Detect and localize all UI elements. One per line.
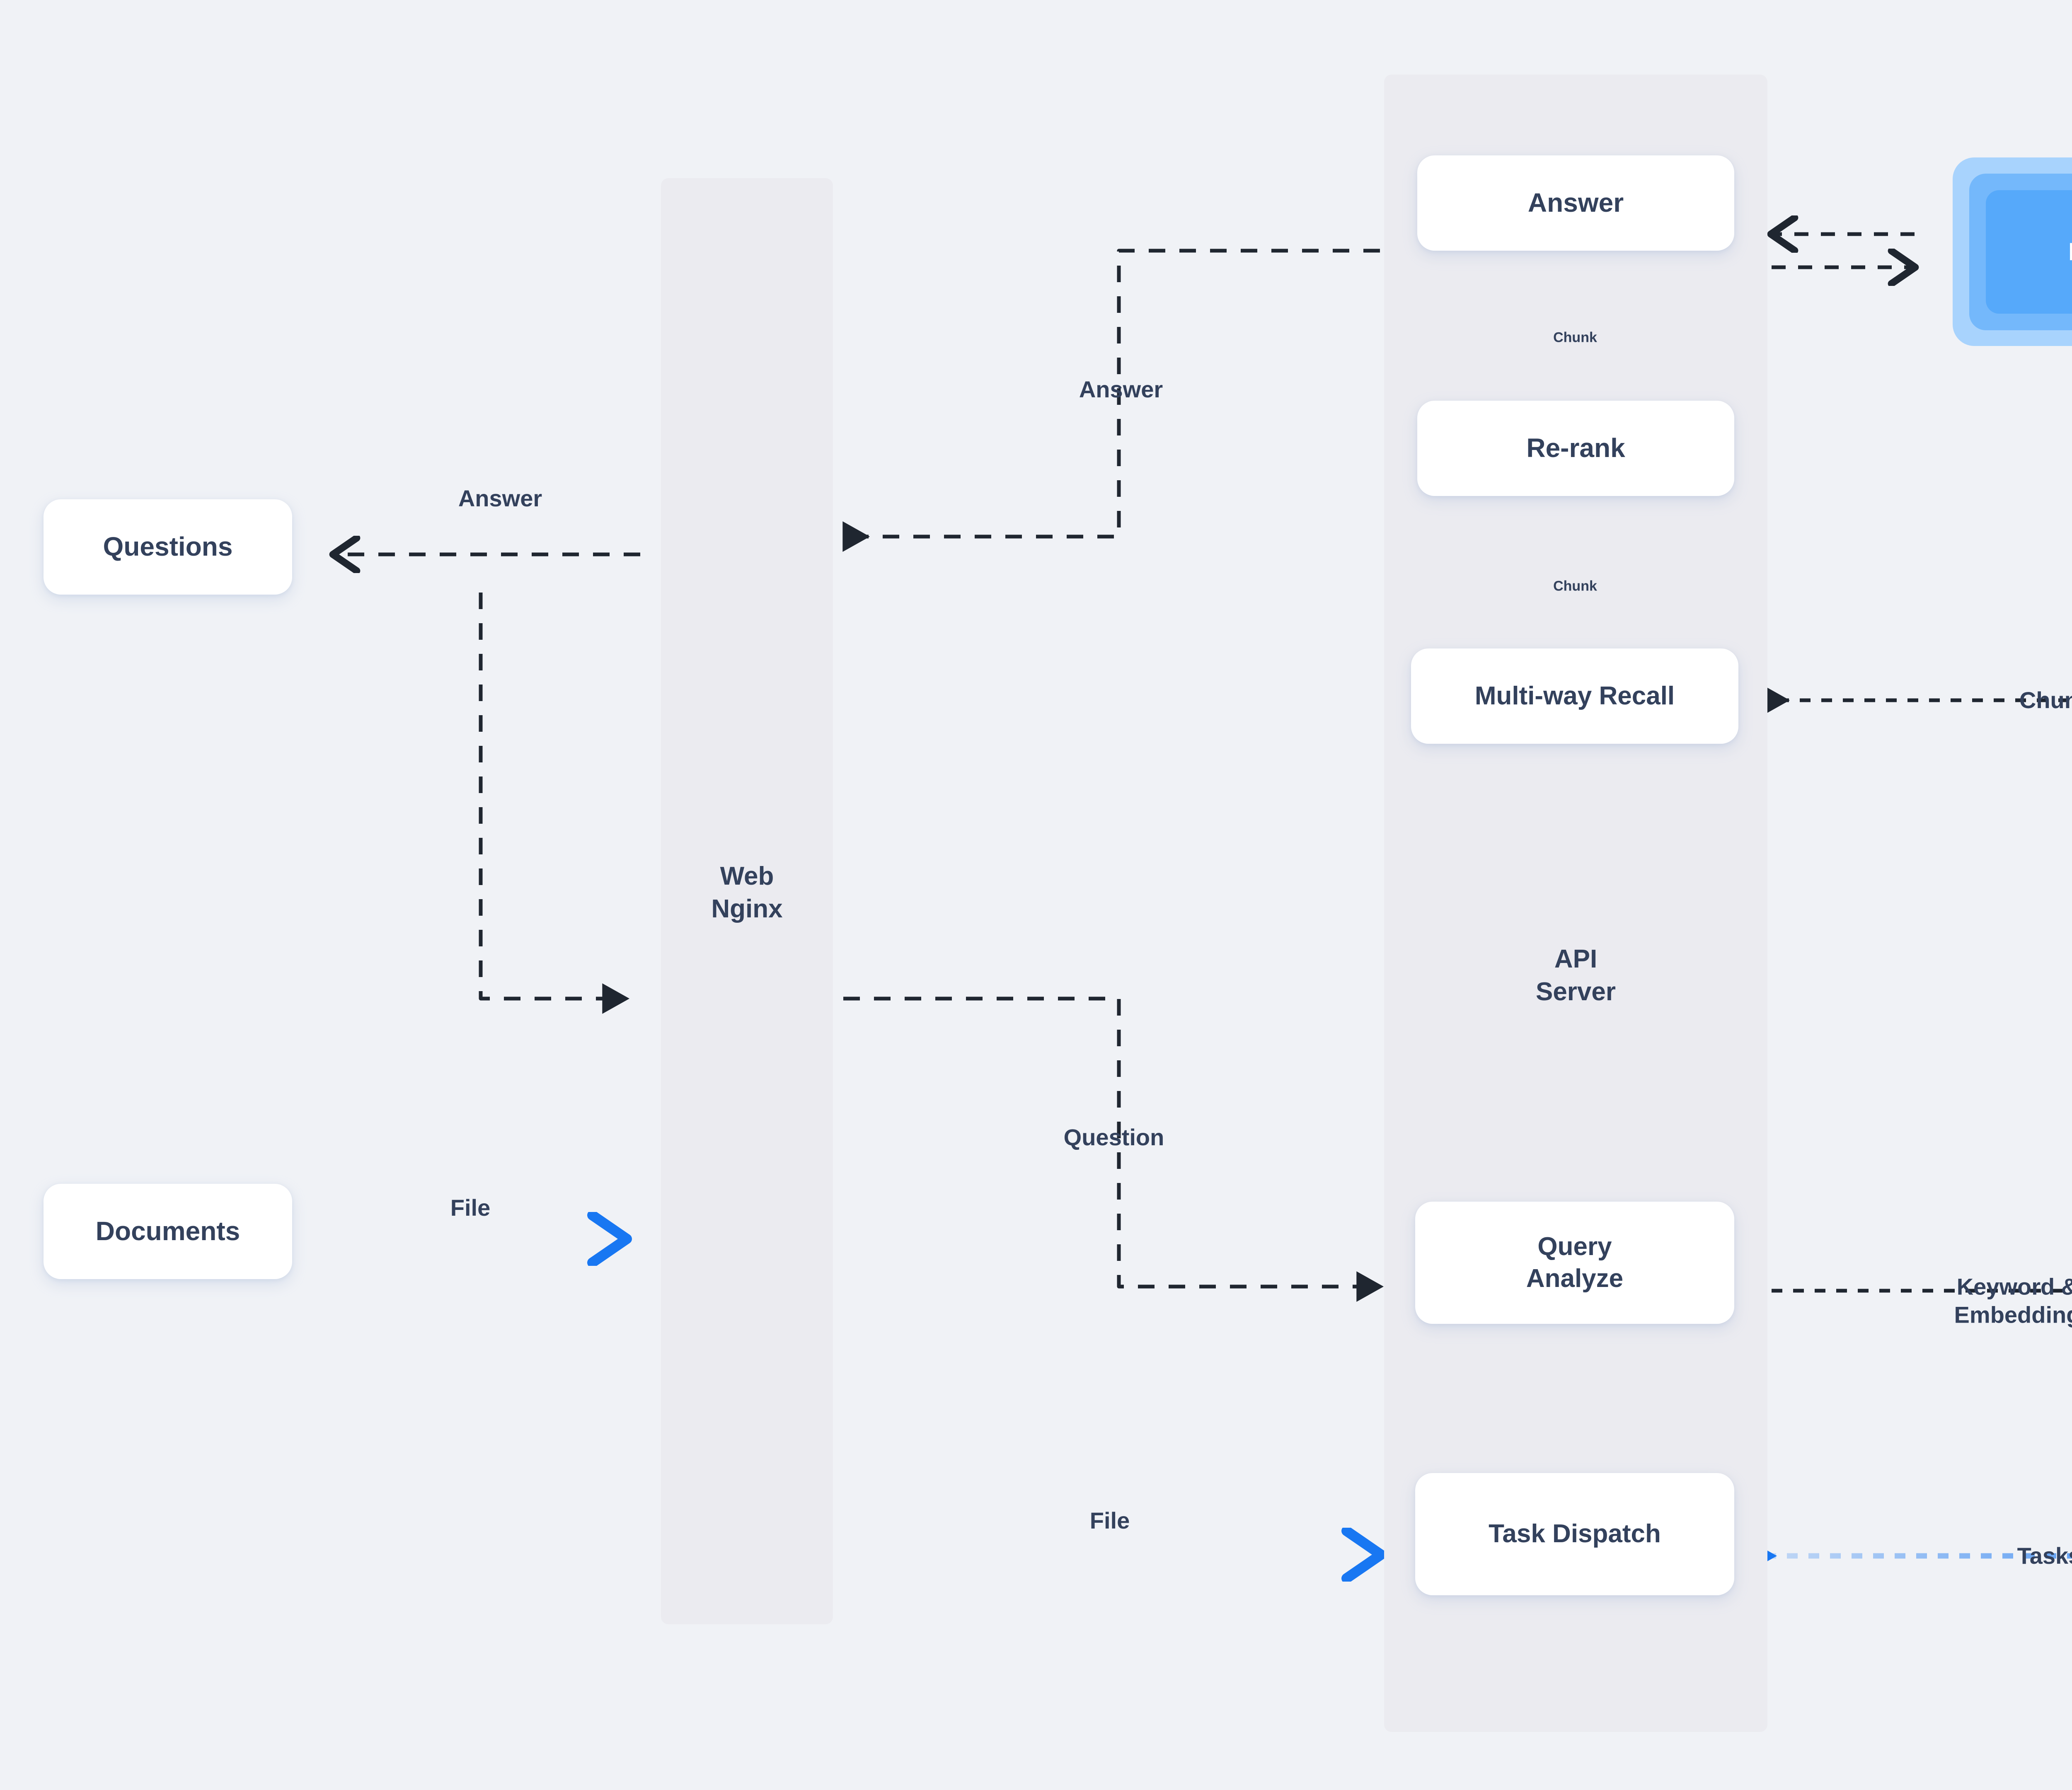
edge-label-file-nginx: File bbox=[1089, 1507, 1130, 1534]
node-query-analyze[interactable]: Query Analyze bbox=[1415, 1202, 1734, 1324]
llms-label: LLMs bbox=[2068, 237, 2072, 266]
llms-mid-layer: LLMs bbox=[1969, 173, 2072, 330]
llms-inner-layer: LLMs bbox=[1986, 190, 2072, 314]
node-documents[interactable]: Documents bbox=[44, 1184, 292, 1279]
edge-label-keyword-embedding: Keyword & Embedding bbox=[1954, 1273, 2072, 1328]
edge-label-answer-left: Answer bbox=[458, 485, 542, 511]
edge-label-question: Question bbox=[1063, 1124, 1164, 1150]
edge-label-chunk-rerank-answer: Chunk bbox=[1553, 329, 1597, 346]
edge-label-chunk-recall-rerank: Chunk bbox=[1553, 578, 1597, 594]
api-server-panel bbox=[1384, 75, 1767, 1732]
edge-questions-to-nginx bbox=[479, 593, 629, 1014]
web-nginx-panel bbox=[661, 178, 833, 1624]
node-llms[interactable]: LLMs bbox=[1953, 157, 2072, 346]
edge-db-to-task-dispatch bbox=[1738, 1534, 2072, 1578]
node-multi-way-recall[interactable]: Multi-way Recall bbox=[1411, 648, 1738, 744]
node-questions[interactable]: Questions bbox=[44, 499, 292, 595]
api-server-label: API Server bbox=[1535, 945, 1616, 1006]
web-nginx-label: Web Nginx bbox=[711, 862, 783, 924]
edge-label-tasks: Tasks bbox=[2017, 1542, 2072, 1569]
node-task-dispatch[interactable]: Task Dispatch bbox=[1415, 1473, 1734, 1595]
edge-label-file-documents: File bbox=[450, 1194, 491, 1221]
edge-label-answer-api: Answer bbox=[1079, 376, 1163, 402]
edge-label-chunk-db-recall: Chunk bbox=[2019, 687, 2072, 713]
node-answer[interactable]: Answer bbox=[1417, 155, 1734, 251]
node-rerank[interactable]: Re-rank bbox=[1417, 401, 1734, 496]
edge-query-analyze-to-db bbox=[1772, 1289, 2072, 1293]
